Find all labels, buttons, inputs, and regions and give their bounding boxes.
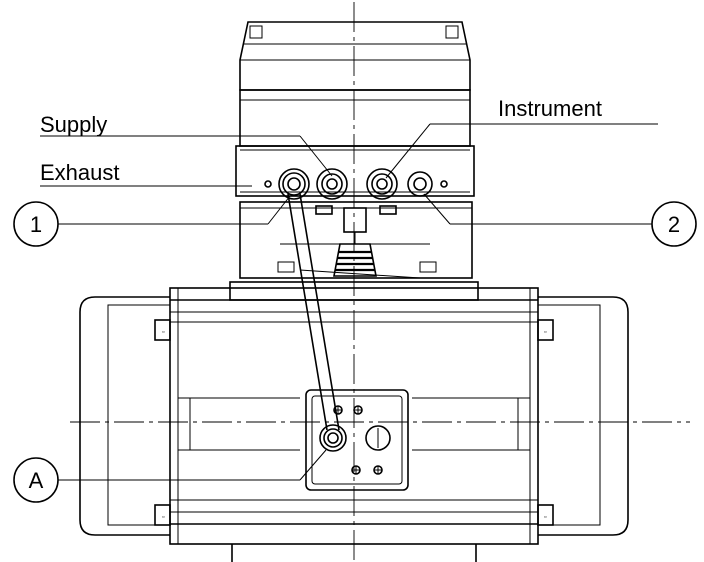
mounting-tabs: ▫ ▫ ▫ ▫ [154,319,554,526]
mounting-plate [229,281,479,301]
exhaust-port [278,168,310,200]
port-block [305,389,409,491]
svg-text:▫: ▫ [544,329,546,336]
exhaust-label: Exhaust [40,160,120,185]
left-end-cap [79,296,170,536]
fitting-a [319,424,347,452]
callout-2-label: 2 [668,212,680,237]
callout-1-label: 1 [30,212,42,237]
callout-1-circle [13,201,59,247]
supply-port [316,168,348,200]
gauge-port [407,171,433,197]
left-end-cap-inner [107,304,170,526]
port-strip [235,145,475,197]
callout-a-label: A [29,468,44,493]
instrument-port [366,168,398,200]
svg-text:▫: ▫ [162,329,164,336]
tubing [287,193,340,431]
svg-text:▫: ▫ [162,514,164,521]
body-outline [169,287,539,545]
callout-2-circle [651,201,697,247]
positioner-cover [239,21,471,91]
supply-label: Supply [40,112,107,137]
instrument-label: Instrument [498,96,602,121]
port-plug [365,425,391,451]
right-end-cap [538,296,629,536]
positioner-housing [235,21,475,279]
connection-box [239,201,473,279]
feedback-linkage [280,207,430,279]
right-end-cap-inner [538,304,601,526]
actuator-body: ▫ ▫ ▫ ▫ [79,287,629,562]
port-block-bolts [333,405,383,475]
positioner-body [239,89,471,147]
bottom-shaft-step [231,544,477,562]
svg-text:▫: ▫ [544,514,546,521]
callout-a-circle [13,457,59,503]
